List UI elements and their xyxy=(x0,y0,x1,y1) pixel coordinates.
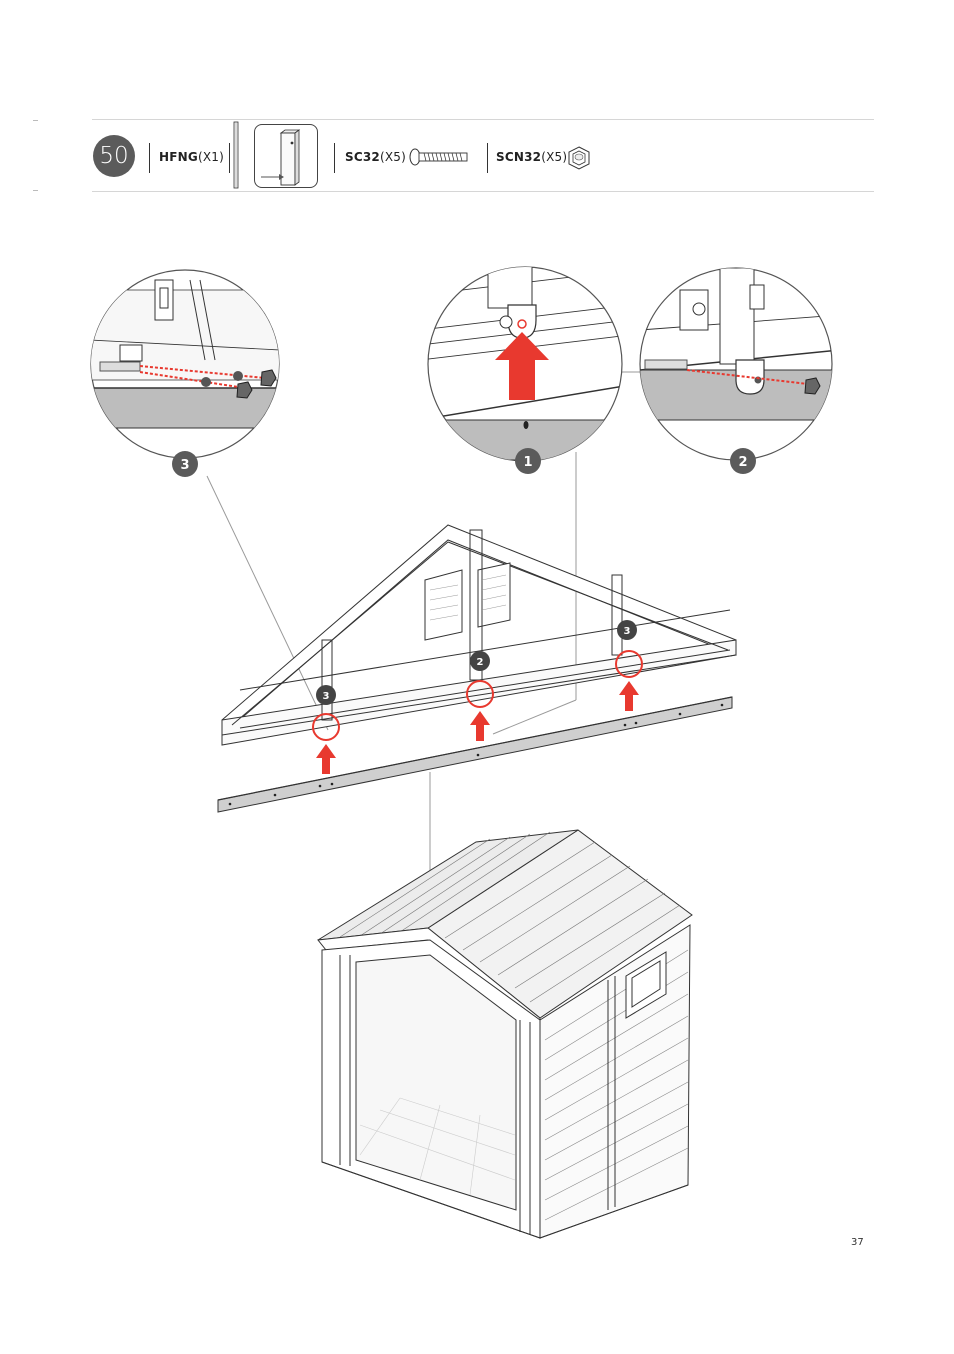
detail-circle-2 xyxy=(640,268,840,460)
frame-marker-2: 2 xyxy=(470,651,490,671)
detail-label-text: 2 xyxy=(738,455,747,470)
detail-label-3: 3 xyxy=(172,451,198,477)
detail-label-1: 1 xyxy=(515,448,541,474)
frame-marker-3-left: 3 xyxy=(316,685,336,705)
arrow-up-icon xyxy=(470,711,490,741)
detail-circle-3 xyxy=(90,270,280,458)
shed xyxy=(318,830,692,1238)
detail-label-2: 2 xyxy=(730,448,756,474)
frame-marker-3-right: 3 xyxy=(617,620,637,640)
frame-marker-text: 3 xyxy=(624,626,631,637)
detail-circle-1 xyxy=(420,262,630,461)
arrow-up-icon xyxy=(316,744,336,774)
detail-label-text: 1 xyxy=(523,455,532,470)
page-number: 37 xyxy=(851,1237,864,1248)
arrow-up-icon xyxy=(619,681,639,711)
frame-marker-text: 3 xyxy=(323,691,330,702)
detail-label-text: 3 xyxy=(180,458,189,473)
frame-marker-text: 2 xyxy=(477,657,484,668)
